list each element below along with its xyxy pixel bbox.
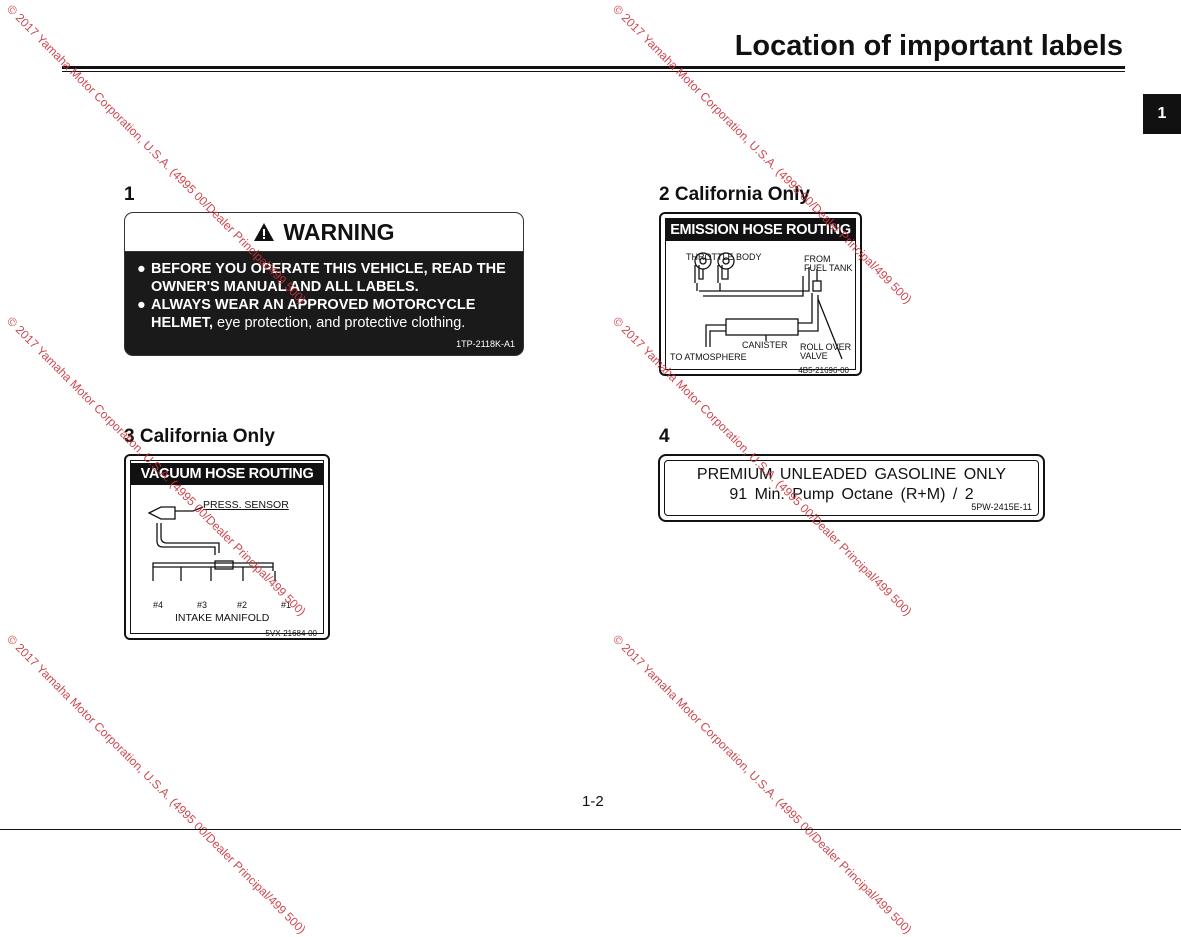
section-4-heading: 4 xyxy=(659,426,670,447)
throttle-body-label: THROTTLE BODY xyxy=(686,252,762,262)
title-rule-thin xyxy=(62,71,1125,72)
roll-over-valve-label: VALVE xyxy=(800,351,828,361)
label-code: 5PW-2415E-11 xyxy=(971,502,1032,512)
section-2-heading: 2 California Only xyxy=(659,184,810,205)
chapter-tab[interactable]: 1 xyxy=(1143,94,1181,134)
vacuum-hose-label: VACUUM HOSE ROUTING PRESS. SENSOR #4 #3 … xyxy=(124,454,330,640)
emission-label-title: EMISSION HOSE ROUTING xyxy=(666,219,855,241)
fuel-label-line: PREMIUM UNLEADED GASOLINE ONLY xyxy=(696,466,1007,483)
to-atmosphere-label: TO ATMOSPHERE xyxy=(670,352,747,362)
title-rule xyxy=(62,66,1125,69)
cylinder-label: #2 xyxy=(237,600,248,610)
label-code: 5VX-21684-00 xyxy=(265,629,317,638)
emission-hose-diagram xyxy=(694,252,843,360)
from-fuel-tank-label: FROM xyxy=(804,254,831,264)
label-code: 1TP-2118K-A1 xyxy=(456,339,515,349)
warning-header: WARNING xyxy=(125,213,523,252)
label-code: 4B5-21696-00 xyxy=(798,366,849,375)
warning-item: ●BEFORE YOU OPERATE THIS VEHICLE, READ T… xyxy=(137,261,506,295)
page-number: 1-2 xyxy=(582,793,604,810)
fuel-label-line: 91 Min. Pump Octane (R+M) / 2 xyxy=(729,486,974,503)
watermark: © 2017 Yamaha Motor Corporation, U.S.A. … xyxy=(610,632,915,937)
footer-rule xyxy=(0,829,1181,830)
warning-label: WARNING ●BEFORE YOU OPERATE THIS VEHICLE… xyxy=(124,212,524,356)
warning-title: WARNING xyxy=(283,218,395,245)
watermark: © 2017 Yamaha Motor Corporation, U.S.A. … xyxy=(4,632,309,937)
roll-over-valve-label: ROLL OVER xyxy=(800,342,852,352)
vacuum-label-title: VACUUM HOSE ROUTING xyxy=(131,463,323,485)
vacuum-hose-diagram xyxy=(147,506,276,581)
cylinder-label: #4 xyxy=(153,600,164,610)
section-3-heading: 3 California Only xyxy=(124,426,275,447)
cylinder-label: #3 xyxy=(197,600,208,610)
from-fuel-tank-label: FUEL TANK xyxy=(804,263,853,273)
cylinder-label: #1 xyxy=(281,600,292,610)
canister-label: CANISTER xyxy=(742,340,788,350)
section-1-heading: 1 xyxy=(124,184,135,205)
emission-hose-label: EMISSION HOSE ROUTING THROTTLE BODY FROM… xyxy=(659,212,862,376)
fuel-label: PREMIUM UNLEADED GASOLINE ONLY 91 Min. P… xyxy=(658,454,1045,522)
warning-item: ●ALWAYS WEAR AN APPROVED MOTORCYCLE HELM… xyxy=(137,297,476,331)
warning-triangle-icon xyxy=(254,223,275,241)
intake-manifold-label: INTAKE MANIFOLD xyxy=(175,612,270,624)
press-sensor-label: PRESS. SENSOR xyxy=(203,499,289,511)
page-title: Location of important labels xyxy=(734,30,1123,62)
